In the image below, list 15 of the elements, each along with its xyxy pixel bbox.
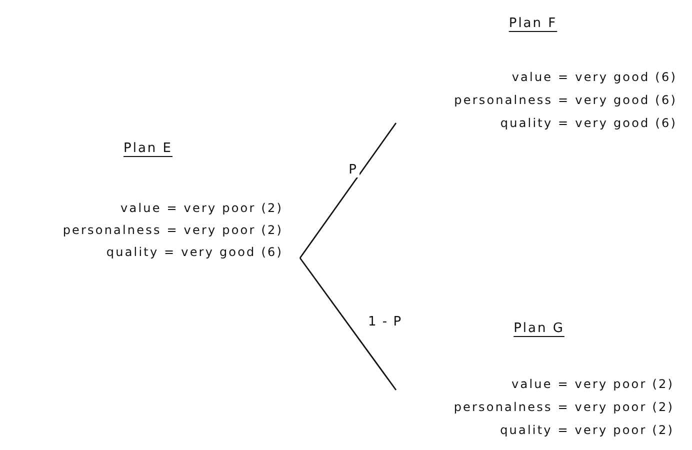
attribute-rating: value = very poor (2) xyxy=(512,377,674,391)
branch-line xyxy=(299,122,397,258)
attribute-rating: quality = very good (6) xyxy=(500,116,677,130)
plan-heading: Plan F xyxy=(508,16,558,31)
attribute-rating: quality = very good (6) xyxy=(106,245,283,259)
attribute-rating: personalness = very good (6) xyxy=(454,93,677,107)
plan-heading: Plan E xyxy=(124,141,172,156)
attribute-rating: personalness = very poor (2) xyxy=(454,400,674,414)
branch-line xyxy=(299,258,397,390)
attribute-rating: value = very good (6) xyxy=(512,70,677,84)
edge-label: P xyxy=(346,162,360,178)
attribute-rating: personalness = very poor (2) xyxy=(62,223,283,237)
attribute-rating: value = very poor (2) xyxy=(120,201,283,215)
plan-heading: Plan G xyxy=(514,321,564,336)
attribute-rating: quality = very poor (2) xyxy=(500,423,674,437)
